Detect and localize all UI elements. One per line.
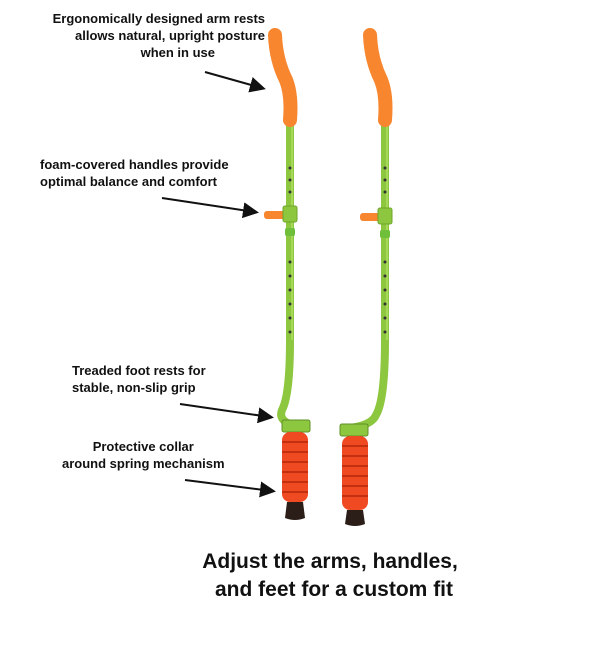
callout-handles: foam-covered handles provide optimal bal… [40,156,229,190]
arrow-foot-rests [179,403,274,424]
arrow-collar [184,479,276,498]
left-spring-collar [282,432,308,502]
callout-collar-line-1: Protective collar [92,439,194,454]
callout-arm-rests-line-3: when in use [140,45,215,60]
callout-handles-line-1: foam-covered handles provide [40,157,229,172]
arrow-arm-rests [204,71,266,93]
footer-caption-line-2: and feet for a custom fit [214,578,454,601]
footer-caption: Adjust the arms, handles, and feet for a… [0,548,600,604]
callout-handles-line-2: optimal balance and comfort [40,174,217,189]
left-stilt [264,28,311,520]
arrow-handles [161,197,259,219]
footer-caption-line-1: Adjust the arms, handles, [202,550,458,573]
callout-arm-rests: Ergonomically designed arm rests allows … [53,10,265,61]
right-stilt [339,28,393,526]
callout-arm-rests-line-2: allows natural, upright posture [75,28,265,43]
callout-collar-line-2: around spring mechanism [62,456,225,471]
right-spring-collar [342,436,368,510]
callout-foot-rests: Treaded foot rests for stable, non-slip … [72,362,206,396]
callout-foot-rests-line-1: Treaded foot rests for [72,363,206,378]
callout-collar: Protective collar around spring mechanis… [62,438,225,472]
callout-arm-rests-line-1: Ergonomically designed arm rests [52,11,265,26]
callout-foot-rests-line-2: stable, non-slip grip [72,380,196,395]
